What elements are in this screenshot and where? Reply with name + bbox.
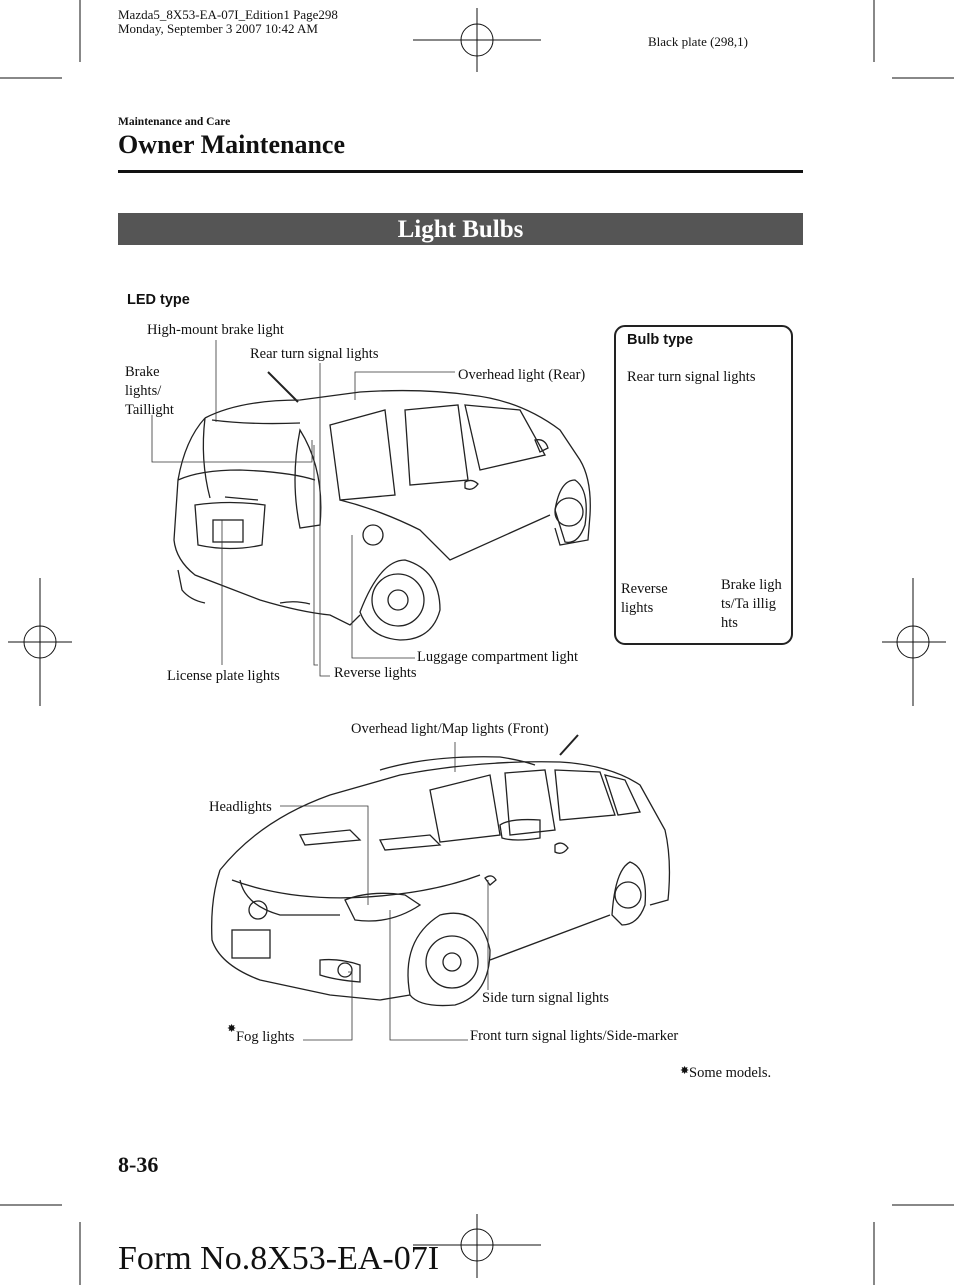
bulb-type-title: Bulb type: [627, 332, 694, 348]
title-divider: [118, 170, 803, 173]
label-bulb-rear-turn-signal-lights: Rear turn signal lights: [627, 369, 756, 385]
form-number: Form No.8X53-EA-07I: [118, 1240, 440, 1277]
front-car-illustration: [211, 734, 671, 1007]
rear-leader-lines: [151, 340, 455, 677]
label-side-turn-signal-lights: Side turn signal lights: [482, 990, 609, 1006]
label-license-plate-lights: License plate lights: [167, 668, 280, 684]
bulb-type-inset: [614, 325, 793, 645]
footnote-asterisk-icon: ✸: [680, 1065, 690, 1077]
section-banner: Light Bulbs: [118, 213, 803, 245]
plate-label: Black plate (298,1): [648, 34, 748, 49]
label-bulb-brake-taillights: Brake lights/Ta illights: [721, 577, 782, 631]
page-title: Owner Maintenance: [118, 130, 345, 159]
label-luggage-compartment-light: Luggage compartment light: [417, 649, 579, 665]
led-type-label: LED type: [127, 292, 190, 308]
label-fog-lights: Fog lights: [236, 1029, 295, 1045]
label-reverse-lights: Reverse lights: [334, 665, 417, 681]
label-overhead-map-lights-front: Overhead light/Map lights (Front): [351, 721, 549, 737]
page-number: 8-36: [118, 1152, 159, 1177]
front-leader-lines: [280, 742, 489, 1041]
label-high-mount-brake-light: High-mount brake light: [147, 322, 284, 338]
label-brake-lights-taillight: Brake lights/ Taillight: [125, 364, 174, 418]
label-front-turn-signal-side-marker: Front turn signal lights/Side-marker: [470, 1028, 679, 1044]
document-id-line: Mazda5_8X53-EA-07I_Edition1 Page298: [118, 7, 338, 22]
label-rear-turn-signal-lights: Rear turn signal lights: [250, 346, 379, 362]
label-overhead-light-rear: Overhead light (Rear): [458, 367, 586, 383]
label-headlights: Headlights: [209, 799, 272, 815]
rear-car-illustration: [173, 371, 591, 641]
label-bulb-reverse-lights: Reverse lights: [621, 581, 668, 616]
fog-asterisk-icon: ✸: [227, 1023, 237, 1035]
document-timestamp-line: Monday, September 3 2007 10:42 AM: [118, 21, 318, 36]
footnote-text: Some models.: [689, 1065, 772, 1081]
section-label: Maintenance and Care: [118, 116, 231, 128]
